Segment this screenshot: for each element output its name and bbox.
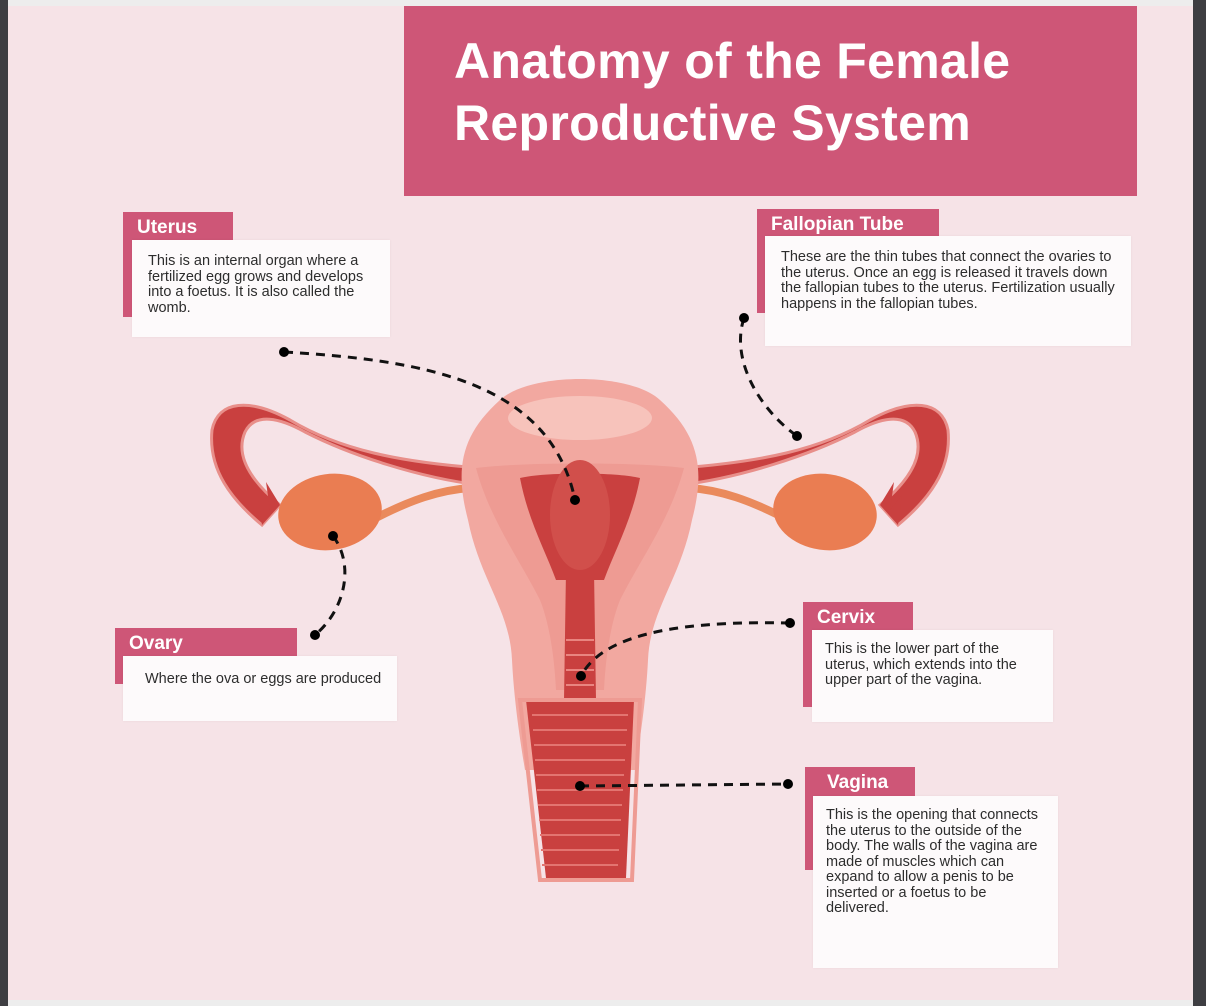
vagina-marker [575, 781, 585, 791]
uterine-cavity [550, 460, 610, 570]
fallopian-tube-description-card: These are the thin tubes that connect th… [765, 236, 1131, 346]
vagina-heading: Vagina [813, 767, 915, 797]
uterus-heading: Uterus [123, 212, 233, 242]
uterus-target-marker [570, 495, 580, 505]
page-title: Anatomy of the Female Reproductive Syste… [454, 30, 1134, 154]
ovary-heading: Ovary [115, 628, 297, 658]
ovary-description: Where the ova or eggs are produced [145, 672, 383, 688]
uterus-description: This is an internal organ where a fertil… [148, 254, 376, 316]
cervix-description-card: This is the lower part of the uterus, wh… [812, 630, 1053, 722]
ovary-leader-line [315, 536, 345, 635]
right-ovary [768, 467, 882, 557]
cervix-marker [785, 618, 795, 628]
fallopian-marker [739, 313, 749, 323]
cervix-target-marker [576, 671, 586, 681]
fallopian-tube-heading: Fallopian Tube [757, 209, 939, 239]
fallopian-target-marker [792, 431, 802, 441]
fallopian-tube-description: These are the thin tubes that connect th… [781, 250, 1117, 312]
vagina-target-marker [783, 779, 793, 789]
ovary-description-card: Where the ova or eggs are produced [123, 656, 397, 721]
title-line-2: Reproductive System [454, 92, 1134, 154]
right-ovarian-ligament [690, 488, 788, 520]
uterus-marker [279, 347, 289, 357]
uterus-description-card: This is an internal organ where a fertil… [132, 240, 390, 337]
left-ovarian-ligament [372, 488, 470, 520]
ovary-target-marker [310, 630, 320, 640]
cervix-description: This is the lower part of the uterus, wh… [825, 642, 1041, 689]
cervix-heading: Cervix [803, 602, 913, 632]
vagina-description: This is the opening that connects the ut… [826, 808, 1048, 917]
ovary-marker [328, 531, 338, 541]
title-line-1: Anatomy of the Female [454, 30, 1134, 92]
left-ovary [273, 467, 387, 557]
vagina-description-card: This is the opening that connects the ut… [813, 796, 1058, 968]
